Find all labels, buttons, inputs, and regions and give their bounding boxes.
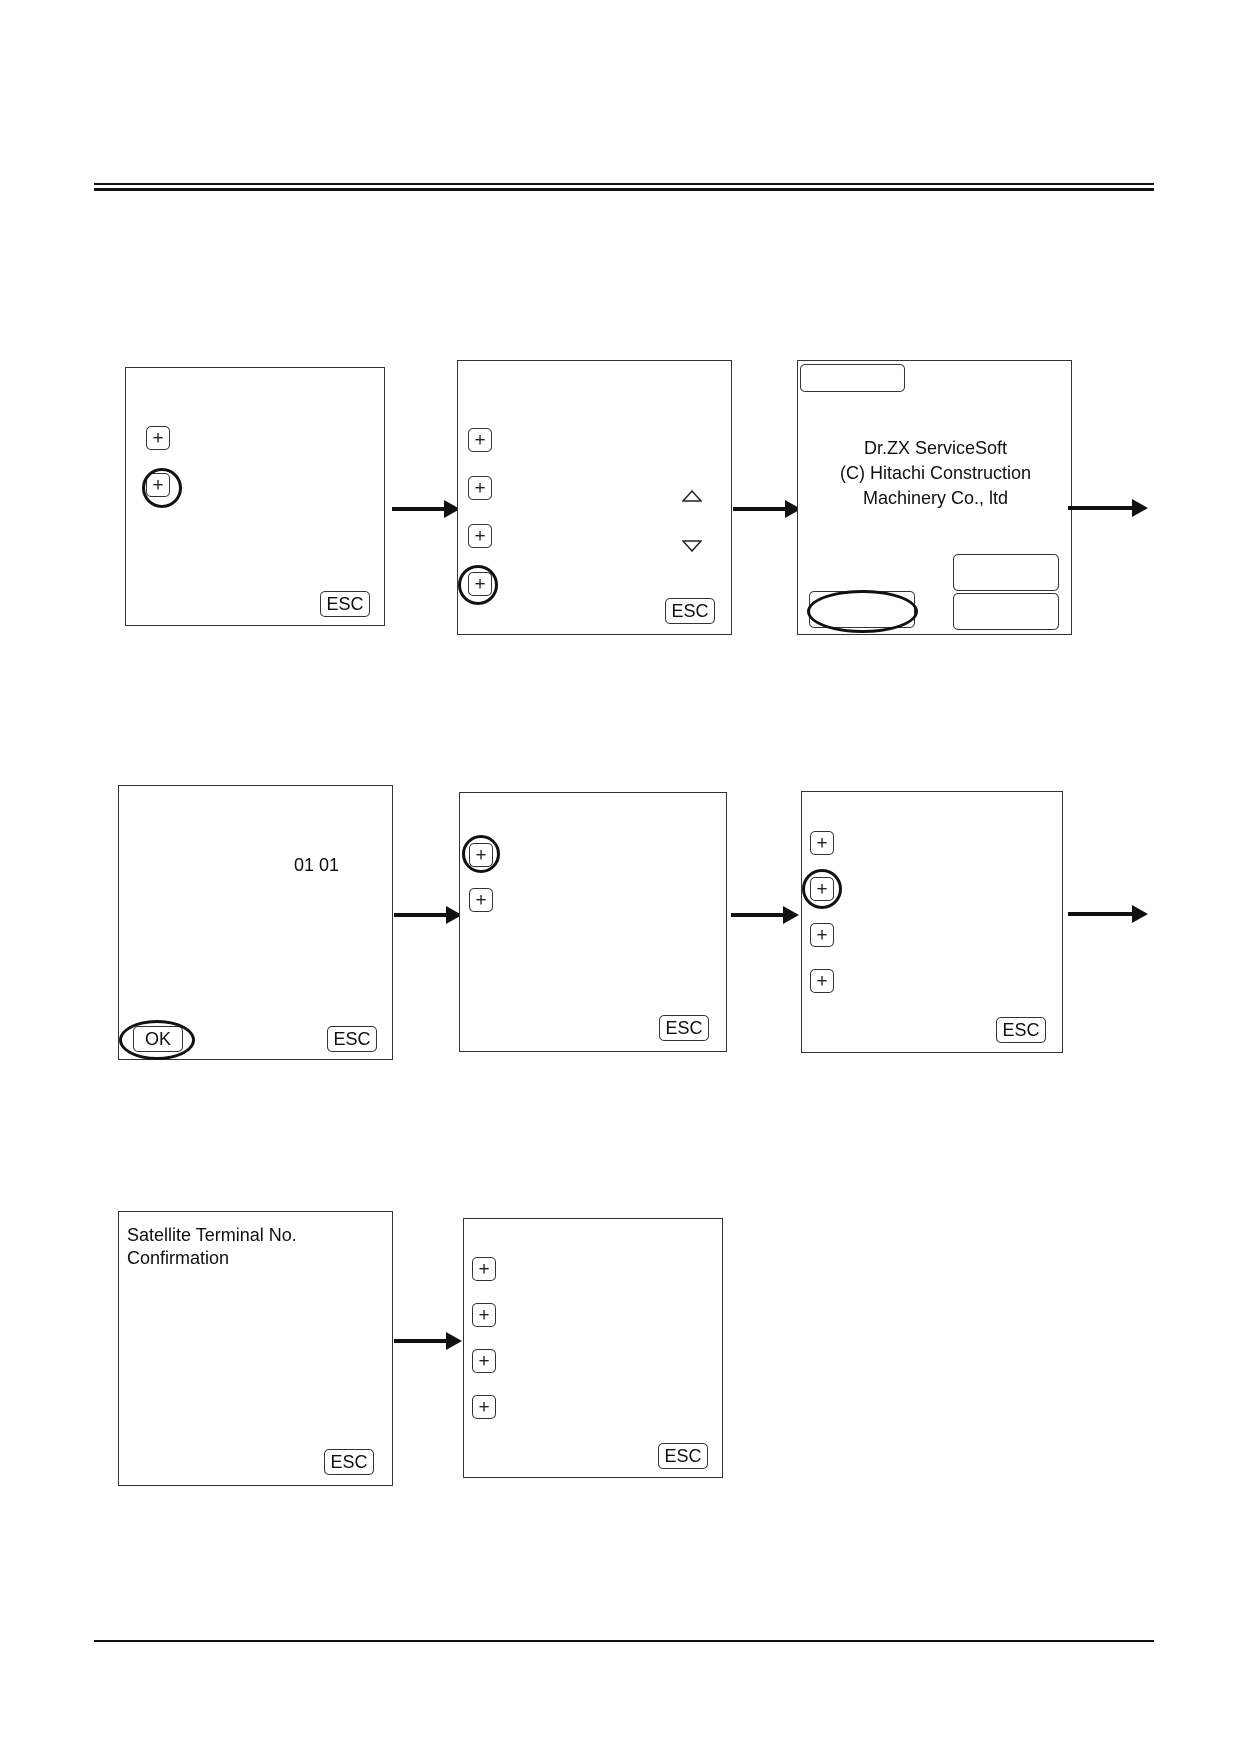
highlight-circle [458,565,498,605]
highlight-circle [462,835,500,873]
flow-arrow [394,1332,462,1350]
menu-plus-button-1[interactable]: + [810,831,834,855]
menu-plus-button-3[interactable]: + [472,1349,496,1373]
menu-plus-button-3[interactable]: + [468,524,492,548]
menu-plus-button-1[interactable]: + [146,426,170,450]
highlight-circle [119,1020,195,1060]
menu-plus-button-2[interactable]: + [468,476,492,500]
flow-arrow [731,906,799,924]
screen-r3-2: + + + + ESC [463,1218,723,1478]
screen-r2-3: + + + + ESC [801,791,1063,1053]
splash-text: Dr.ZX ServiceSoft (C) Hitachi Constructi… [798,436,1073,511]
scroll-down-icon[interactable] [682,540,702,552]
screen-r1-2: + + + + ESC [457,360,732,635]
right-button-1[interactable] [953,554,1059,591]
highlight-circle [802,869,842,909]
menu-plus-button-2[interactable]: + [469,888,493,912]
menu-plus-button-4[interactable]: + [810,969,834,993]
flow-arrow [1068,499,1148,517]
esc-button[interactable]: ESC [658,1443,708,1469]
value-display: 01 01 [294,855,340,875]
menu-plus-button-2[interactable]: + [472,1303,496,1327]
screen-r1-3: Dr.ZX ServiceSoft (C) Hitachi Constructi… [797,360,1072,635]
screen-r2-2: + + ESC [459,792,727,1052]
splash-line-1: Dr.ZX ServiceSoft [863,438,1008,458]
screen-title-line-2: Confirmation [127,1248,230,1268]
esc-button[interactable]: ESC [665,598,715,624]
title-field [800,364,905,392]
menu-plus-button-3[interactable]: + [810,923,834,947]
esc-button[interactable]: ESC [996,1017,1046,1043]
screen-title-line-1: Satellite Terminal No. [127,1225,297,1245]
splash-line-2: (C) Hitachi Construction [839,463,1032,483]
flow-arrow [392,500,460,518]
header-rule-thick [94,188,1154,191]
menu-plus-button-1[interactable]: + [468,428,492,452]
screen-title: Satellite Terminal No. Confirmation [127,1224,297,1270]
right-button-2[interactable] [953,593,1059,630]
esc-button[interactable]: ESC [324,1449,374,1475]
menu-plus-button-4[interactable]: + [472,1395,496,1419]
splash-line-3: Machinery Co., ltd [862,488,1009,508]
flow-arrow [733,500,801,518]
esc-button[interactable]: ESC [320,591,370,617]
flow-arrow [394,906,462,924]
footer-rule [94,1640,1154,1642]
esc-button[interactable]: ESC [659,1015,709,1041]
screen-r1-1: + + ESC [125,367,385,626]
scroll-up-icon[interactable] [682,490,702,502]
screen-r3-1: Satellite Terminal No. Confirmation ESC [118,1211,393,1486]
menu-plus-button-1[interactable]: + [472,1257,496,1281]
highlight-circle [807,590,918,633]
header-rule-thin [94,183,1154,185]
screen-r2-1: 01 01 OK ESC [118,785,393,1060]
highlight-circle [142,468,182,508]
flow-arrow [1068,905,1148,923]
esc-button[interactable]: ESC [327,1026,377,1052]
